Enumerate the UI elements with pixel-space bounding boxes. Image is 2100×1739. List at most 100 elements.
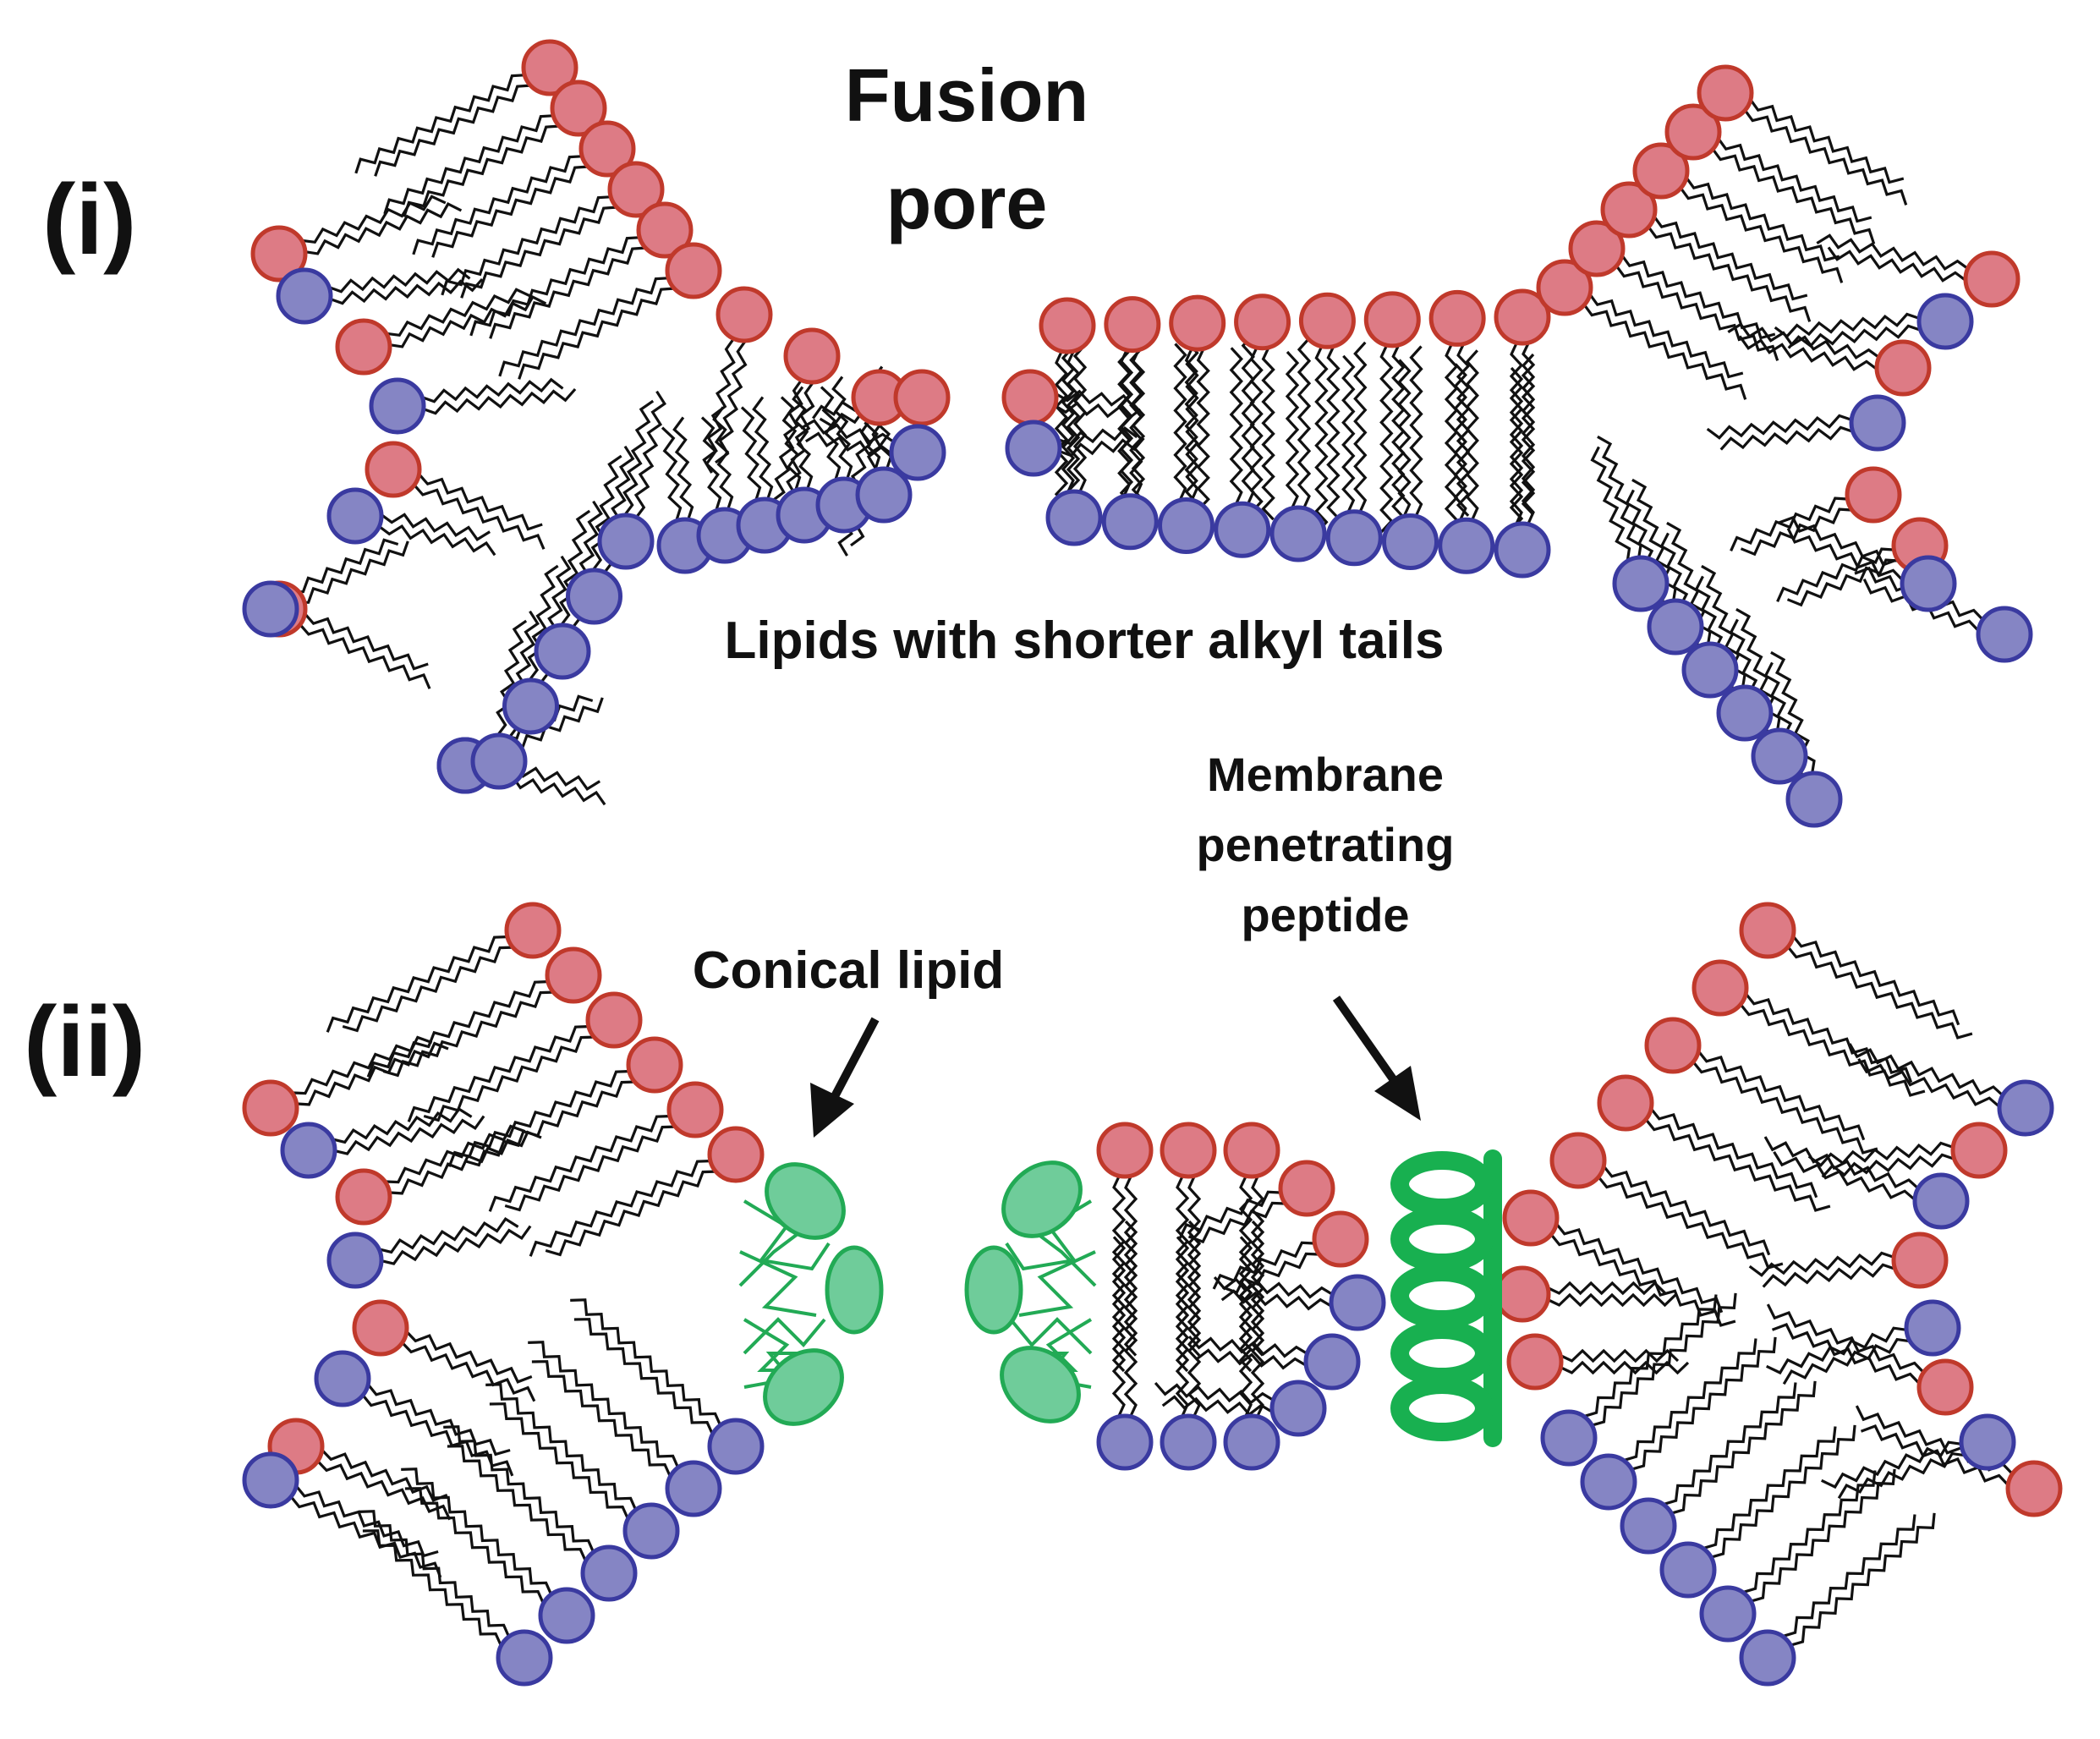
lipid-tail <box>1590 446 1631 561</box>
lipid-tail <box>447 1070 629 1167</box>
lipid-tail <box>463 1080 634 1167</box>
lipid-tail <box>381 513 491 541</box>
lipid-tail <box>296 540 409 604</box>
lipid-head-inner <box>1849 394 1906 452</box>
lipid-tail <box>1778 515 1907 570</box>
lipid-tail <box>332 1107 473 1144</box>
lipid-head-outer <box>665 242 722 299</box>
lipid-head-inner <box>1916 293 1974 350</box>
lipid-tail <box>1555 1223 1724 1314</box>
lipid-tail <box>1353 341 1368 513</box>
lipid-head-outer <box>1494 1265 1551 1323</box>
lipid-tail <box>1624 1338 1757 1462</box>
lipid-tail <box>633 390 666 518</box>
lipid-tail <box>752 396 774 500</box>
lipid-head-inner <box>889 424 946 481</box>
lipid-tail <box>622 399 655 516</box>
lipid-tail <box>1521 343 1536 516</box>
lipid-tail <box>317 1460 452 1521</box>
lipid-tail <box>423 387 577 415</box>
lipid-tail <box>504 1125 675 1212</box>
lipid-head-outer <box>1697 64 1754 122</box>
lipid-tail <box>469 236 639 337</box>
lipid-head-inner <box>1223 1413 1280 1471</box>
lipid-head-inner <box>534 623 591 680</box>
lipid-head-inner <box>665 1460 722 1517</box>
lipid-head-inner <box>242 1451 299 1509</box>
lipid-head-outer <box>1739 902 1796 959</box>
lipid-tail <box>386 1124 526 1184</box>
lipid-tail <box>1712 149 1876 244</box>
panel-ii: (ii) Conical lipid Membrane penetrating … <box>24 748 2063 1687</box>
lipid-head-outer <box>335 1168 392 1226</box>
lipid-head-outer <box>626 1036 683 1094</box>
lipid-head-inner <box>1699 1585 1757 1643</box>
conical-lipid-arrow <box>810 1017 880 1138</box>
lipid-tail <box>804 431 892 456</box>
lipid-tail <box>1397 359 1412 517</box>
lipid-tail <box>1686 177 1840 262</box>
lipid-head-inner <box>1382 513 1439 570</box>
lipid-tail <box>431 165 588 258</box>
lipid-tail <box>782 381 815 506</box>
lipid-head-outer <box>1536 259 1593 316</box>
lipid-tail <box>1680 188 1844 283</box>
lipid-tail <box>407 1025 589 1122</box>
lipid-tail <box>305 201 463 255</box>
lipid-head-outer <box>636 201 694 259</box>
lipid-tail <box>1589 293 1744 379</box>
lipid-head-outer <box>521 39 578 96</box>
lipid-head-inner <box>1659 1541 1717 1599</box>
lipid-head-inner <box>1912 1172 1970 1230</box>
fusion-pore-title-line1: Fusion <box>845 53 1088 137</box>
lipid-head-outer <box>1950 1122 2008 1179</box>
lipid-tail <box>1827 246 1966 283</box>
lipid-head-outer <box>1963 250 2020 308</box>
lipid-head-outer <box>1223 1122 1280 1179</box>
lipid-tail <box>590 454 622 571</box>
lipid-tail <box>362 1529 502 1646</box>
lipid-tail <box>406 1330 533 1384</box>
lipid-tail <box>1860 1424 2009 1486</box>
lipid-head-outer <box>1600 181 1658 239</box>
lipid-tail <box>1213 1275 1333 1299</box>
lipid-tail <box>1111 1176 1127 1373</box>
lipid-tail <box>443 1425 595 1552</box>
lipid-head-outer <box>1001 369 1059 426</box>
lipid-head-inner <box>1045 489 1103 546</box>
conical-lipid-head <box>825 1245 884 1335</box>
lipid-tail <box>1187 1335 1308 1358</box>
lipid-tail <box>1229 347 1243 504</box>
lipid-tail <box>1548 1292 1677 1308</box>
lipid-tail <box>321 1449 448 1502</box>
lipid-tail <box>1548 1281 1667 1296</box>
lipid-head-outer <box>1104 296 1161 354</box>
lipid-head-inner <box>280 1122 337 1179</box>
lipid-head-inner <box>707 1418 765 1475</box>
lipid-head-outer <box>504 902 562 959</box>
lipid-tail <box>1592 1292 1737 1427</box>
lipid-tail <box>1154 1381 1274 1405</box>
lipid-head-outer <box>578 120 636 178</box>
lipid-tail <box>1117 338 1132 496</box>
lipid-head-inner <box>1101 493 1159 551</box>
lipid-tail <box>1703 1426 1837 1550</box>
lipid-head-outer <box>666 1081 724 1138</box>
lipid-head-inner <box>1976 606 2033 663</box>
lipid-tail <box>1790 1512 1936 1647</box>
panel-ii-label: (ii) <box>24 986 145 1098</box>
lipid-head-inner <box>1269 505 1327 562</box>
lipid-head-outer <box>1549 1132 1607 1189</box>
lipid-head-inner <box>1647 598 1704 656</box>
lipid-head-outer <box>1298 292 1356 349</box>
lipid-tail <box>1711 1424 1856 1559</box>
lipid-tail <box>518 287 674 380</box>
lipid-tail <box>1650 1108 1818 1199</box>
lipid-tail <box>335 1115 485 1155</box>
lipid-tail <box>1285 350 1300 508</box>
lipid-head-outer <box>1494 288 1551 346</box>
lipid-tail <box>1727 322 1879 360</box>
lipid-head-inner <box>1438 517 1495 574</box>
peptide-helix-turn <box>1390 1375 1494 1441</box>
